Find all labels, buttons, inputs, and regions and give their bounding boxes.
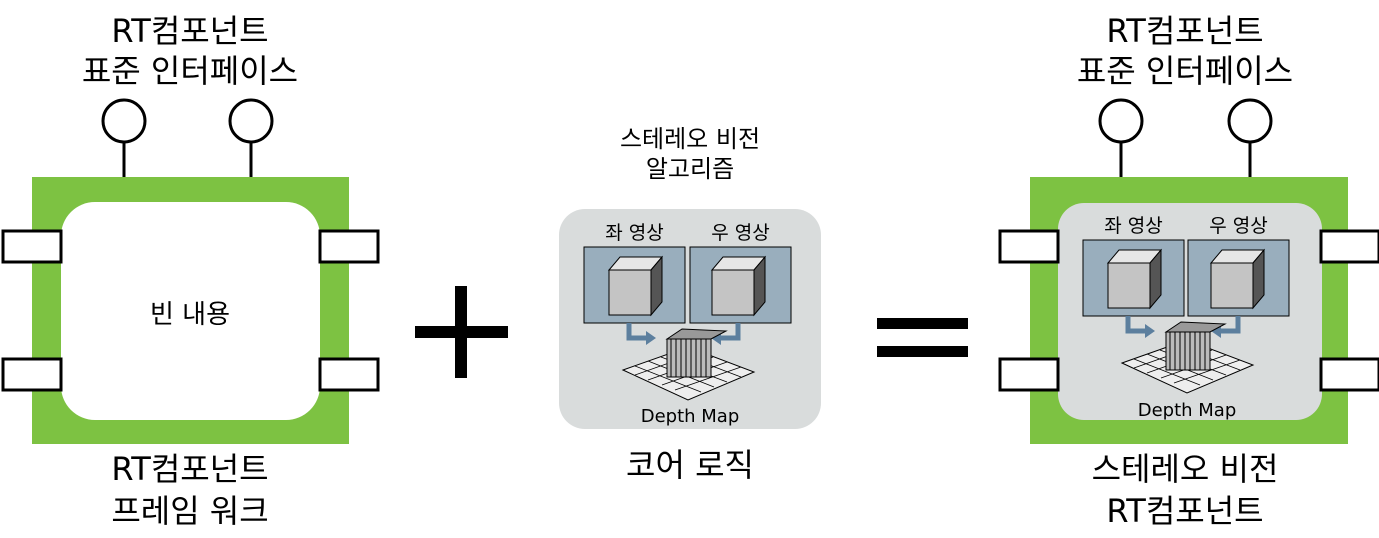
middle-title-line2: 알고리즘 (645, 155, 735, 183)
right-port-box-2 (998, 357, 1060, 392)
right-port-box-4 (1319, 357, 1379, 392)
middle-left-image-label: 좌 영상 (605, 222, 664, 244)
middle-caption: 코어 로직 (626, 446, 754, 484)
right-caption-line1: 스테레오 비전 (1091, 450, 1279, 488)
left-caption-line2: 프레임 워크 (111, 492, 269, 530)
right-depth-map-label: Depth Map (1137, 400, 1237, 421)
middle-left-arrow-icon (626, 323, 656, 345)
left-port-box-1 (1, 229, 63, 264)
right-interface-title-line1: RT컴포넌트 (1106, 12, 1264, 50)
left-port-lollipop-1 (101, 98, 147, 178)
left-port-lollipop-2 (228, 98, 274, 178)
right-port-box-3 (1319, 229, 1379, 264)
right-left-image-label: 좌 영상 (1104, 215, 1163, 237)
right-left-cube-icon (1106, 248, 1163, 310)
right-depth-map-icon (1120, 321, 1255, 394)
left-caption-line1: RT컴포넌트 (111, 450, 269, 488)
middle-title-line1: 스테레오 비전 (619, 125, 761, 153)
middle-left-cube-icon (607, 255, 664, 317)
equals-sign (877, 318, 968, 357)
right-interface-title-line2: 표준 인터페이스 (1076, 52, 1294, 90)
right-port-lollipop-2 (1227, 98, 1273, 178)
left-port-box-4 (318, 357, 380, 392)
left-body-label: 빈 내용 (149, 300, 231, 330)
right-left-arrow-icon (1125, 316, 1155, 338)
right-right-cube-icon (1209, 248, 1266, 310)
left-interface-title-line2: 표준 인터페이스 (81, 52, 299, 90)
right-port-box-1 (998, 229, 1060, 264)
plus-sign (415, 286, 508, 378)
middle-right-image-label: 우 영상 (711, 222, 770, 244)
right-right-image-label: 우 영상 (1209, 215, 1268, 237)
middle-depth-map-label: Depth Map (640, 406, 740, 427)
middle-depth-map-icon (621, 328, 756, 401)
left-interface-title-line1: RT컴포넌트 (111, 12, 269, 50)
right-port-lollipop-1 (1098, 98, 1144, 178)
middle-right-cube-icon (710, 255, 767, 317)
right-caption-line2: RT컴포넌트 (1106, 492, 1264, 530)
left-framework-body (61, 202, 320, 420)
left-port-box-2 (1, 357, 63, 392)
left-port-box-3 (318, 229, 380, 264)
